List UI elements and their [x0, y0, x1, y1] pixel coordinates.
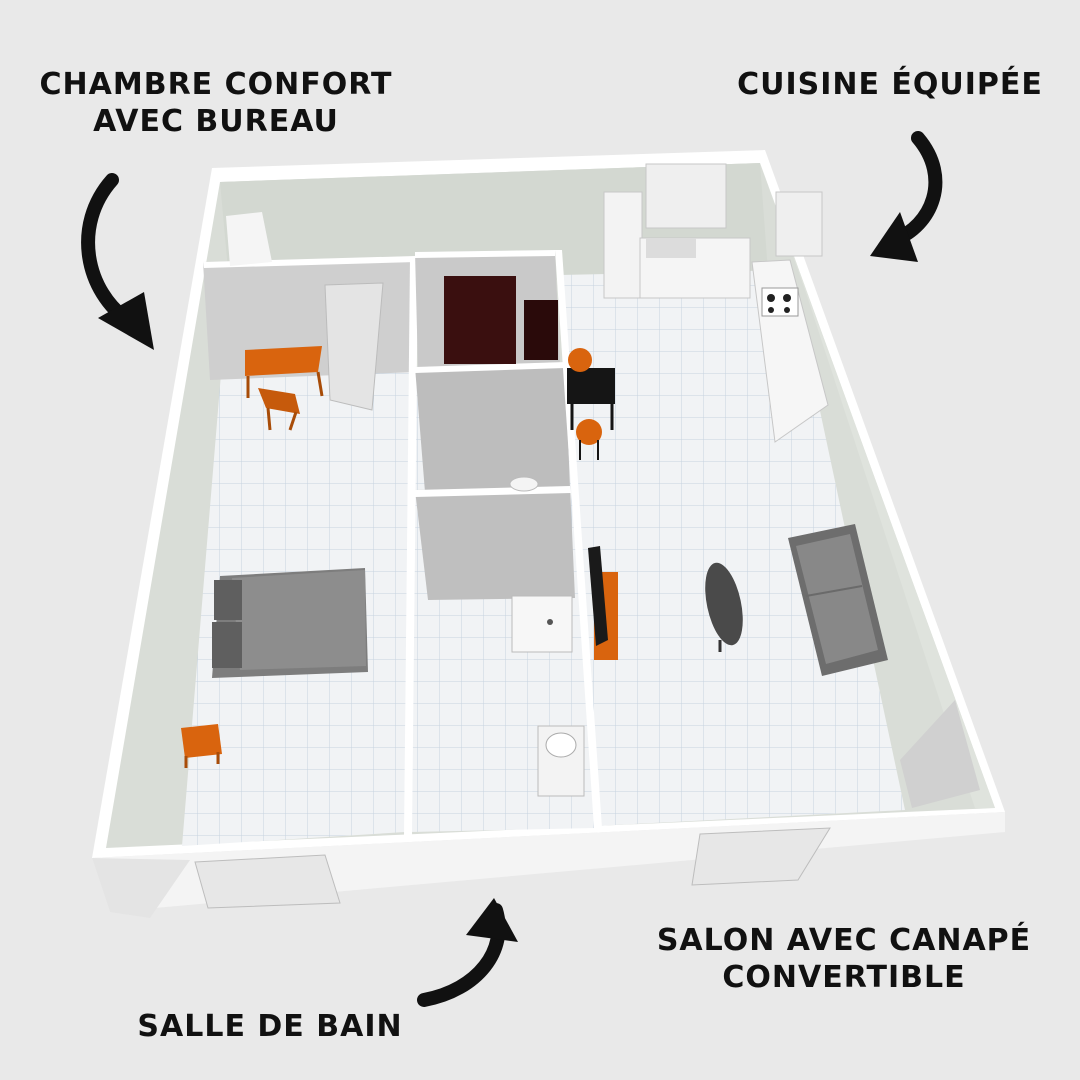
label-bedroom: CHAMBRE CONFORT AVEC BUREAU — [18, 66, 414, 140]
tv-stand — [588, 546, 618, 660]
label-bedroom-line2: AVEC BUREAU — [93, 104, 339, 139]
arrow-bedroom-icon — [81, 173, 154, 350]
window-living — [691, 827, 831, 886]
label-bathroom-line1: SALLE DE BAIN — [137, 1009, 403, 1044]
label-bedroom-line1: CHAMBRE CONFORT — [39, 67, 393, 102]
window-right — [900, 700, 980, 808]
coffee-table — [705, 562, 743, 652]
wardrobe — [444, 276, 558, 364]
label-kitchen: CUISINE ÉQUIPÉE — [712, 66, 1068, 103]
sofa — [788, 524, 888, 676]
label-living: SALON AVEC CANAPÉ CONVERTIBLE — [634, 922, 1054, 996]
bathroom-fixtures — [509, 476, 585, 797]
desk — [245, 346, 324, 431]
bed — [212, 568, 368, 678]
label-kitchen-line1: CUISINE ÉQUIPÉE — [737, 67, 1043, 102]
label-bathroom: SALLE DE BAIN — [120, 1008, 420, 1045]
arrow-bathroom-icon — [417, 898, 518, 1007]
windows — [194, 700, 980, 909]
window-bedroom — [194, 854, 341, 909]
nightstand — [181, 724, 222, 768]
label-living-line1: SALON AVEC CANAPÉ — [656, 923, 1032, 958]
kitchen-units — [603, 163, 829, 443]
label-living-line2: CONVERTIBLE — [722, 960, 966, 995]
dining-set — [567, 348, 615, 460]
arrow-kitchen-icon — [870, 131, 943, 262]
